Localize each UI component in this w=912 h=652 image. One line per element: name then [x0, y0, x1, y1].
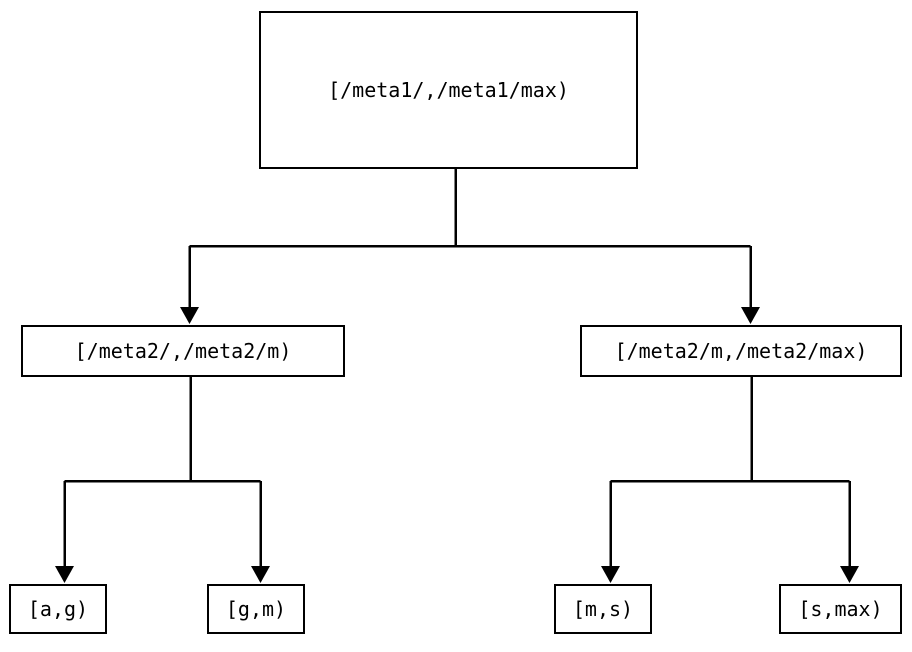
node-leaf-2[interactable]: [g,m) [207, 584, 305, 634]
node-leaf-1[interactable]: [a,g) [9, 584, 107, 634]
node-leaf-2-label: [g,m) [225, 597, 287, 621]
node-mid-left-label: [/meta2/,/meta2/m) [74, 339, 292, 363]
node-leaf-3[interactable]: [m,s) [554, 584, 652, 634]
node-leaf-3-label: [m,s) [572, 597, 634, 621]
node-mid-right[interactable]: [/meta2/m,/meta2/max) [580, 325, 902, 377]
arrowhead-leaf-3 [601, 566, 620, 583]
node-leaf-1-label: [a,g) [27, 597, 89, 621]
node-leaf-4-label: [s,max) [798, 597, 883, 621]
arrowhead-leaf-4 [840, 566, 859, 583]
arrowhead-leaf-1 [55, 566, 74, 583]
arrowhead-mid-left [180, 307, 199, 324]
arrowhead-mid-right [741, 307, 760, 324]
node-leaf-4[interactable]: [s,max) [779, 584, 902, 634]
arrowhead-leaf-2 [251, 566, 270, 583]
node-root[interactable]: [/meta1/,/meta1/max) [259, 11, 638, 169]
node-mid-left[interactable]: [/meta2/,/meta2/m) [21, 325, 345, 377]
node-mid-right-label: [/meta2/m,/meta2/max) [614, 339, 868, 363]
node-root-label: [/meta1/,/meta1/max) [328, 78, 569, 102]
